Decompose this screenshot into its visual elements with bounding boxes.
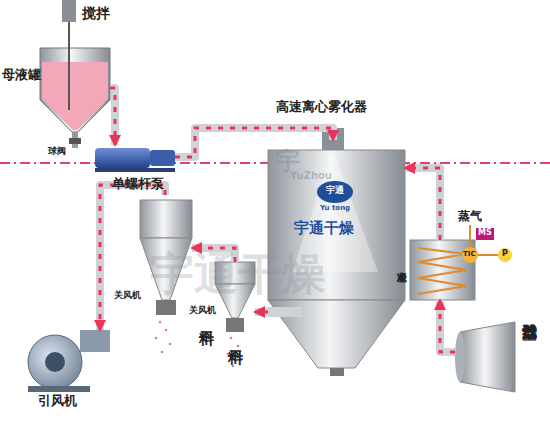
flow-dash [175, 128, 333, 157]
powder-dot [240, 359, 243, 362]
node-label: 关风机 [189, 306, 216, 316]
fan-outlet [80, 330, 110, 352]
steam-line [469, 225, 471, 248]
powder-dots [155, 321, 243, 368]
pipe-body [175, 128, 333, 157]
logo-text: 宇通 [326, 186, 344, 196]
pipe-connector [405, 168, 440, 240]
filter-face [455, 332, 465, 382]
heater-node: 冷凝水 [410, 240, 475, 300]
pump-motor [150, 150, 175, 166]
powder-dot [169, 343, 172, 346]
ms-box [476, 228, 494, 240]
watermark: 宇通干燥 [150, 250, 326, 298]
filter-node: 空气过滤器 [455, 320, 545, 392]
pipe-body [255, 308, 268, 316]
node-label: 关风机 [114, 291, 141, 301]
pump-node: 单螺杆泵 [90, 145, 175, 172]
fan-node: 引风机 [20, 330, 115, 392]
flow-dash [110, 88, 115, 145]
powder-dot [159, 321, 162, 324]
powder-dot [155, 337, 158, 340]
node-label: 宇通干燥 [294, 220, 354, 237]
filter-body [460, 322, 515, 392]
filter-symbol [455, 322, 515, 392]
pump-body [95, 148, 150, 168]
powder-dot [227, 353, 230, 356]
pipe-body [405, 168, 440, 240]
powder-dot [230, 337, 233, 340]
pipe-connector [175, 128, 333, 157]
powder-dot [232, 365, 235, 368]
flow-dash [255, 311, 268, 314]
pump-base [95, 168, 175, 172]
outlet-pipe [268, 307, 302, 317]
pipe-connector [110, 88, 115, 145]
p-symbol [498, 248, 512, 262]
pipe-body [440, 300, 455, 352]
flow-dash [405, 168, 440, 240]
tank-node: 母液罐 [40, 40, 110, 130]
tank-liquid [42, 62, 108, 130]
powder-dot [161, 351, 164, 354]
ball-valve [69, 138, 81, 144]
instrument-tag: MS [478, 229, 492, 238]
node-label: 单螺杆泵 [112, 177, 164, 191]
flow-dash [440, 300, 455, 352]
dryer-bottom [330, 368, 344, 376]
rotary-valve [226, 318, 244, 332]
part-label: 球阀 [48, 147, 66, 157]
part-label: 蒸气 [458, 210, 482, 223]
instrument-tag: P [502, 250, 508, 259]
pipe-connector [440, 300, 455, 352]
heater-coil [418, 248, 466, 294]
pipe-connector [255, 312, 268, 313]
tank-symbol [40, 0, 110, 148]
part-label: 搅拌 [82, 6, 110, 21]
watermark: YuZhou [290, 170, 332, 181]
stirrer-motor [62, 0, 76, 22]
tic-symbol [462, 247, 478, 263]
fan-symbol [28, 330, 110, 392]
cyclone-body [140, 200, 192, 238]
fan-volute [28, 335, 82, 389]
logo-oval [317, 181, 353, 203]
pipe-body [110, 88, 115, 145]
signal-line [477, 254, 498, 256]
dryer-cone [268, 300, 405, 368]
fan-base [28, 386, 90, 392]
node-label: 高速离心雾化器 [276, 100, 367, 114]
rotary-valve [156, 300, 176, 315]
pump-symbol [95, 148, 175, 172]
stirrer-shaft [68, 22, 70, 110]
node-label: 母液罐 [2, 68, 41, 82]
logo-text: Yu tong [320, 205, 350, 213]
heater-symbol [410, 225, 512, 300]
powder-dot [165, 329, 168, 332]
node-label: 引风机 [38, 394, 77, 408]
instrument-tag: TIC [463, 251, 476, 259]
tank-body [40, 48, 110, 132]
fan-hub [45, 352, 65, 372]
powder-dot [237, 345, 240, 348]
